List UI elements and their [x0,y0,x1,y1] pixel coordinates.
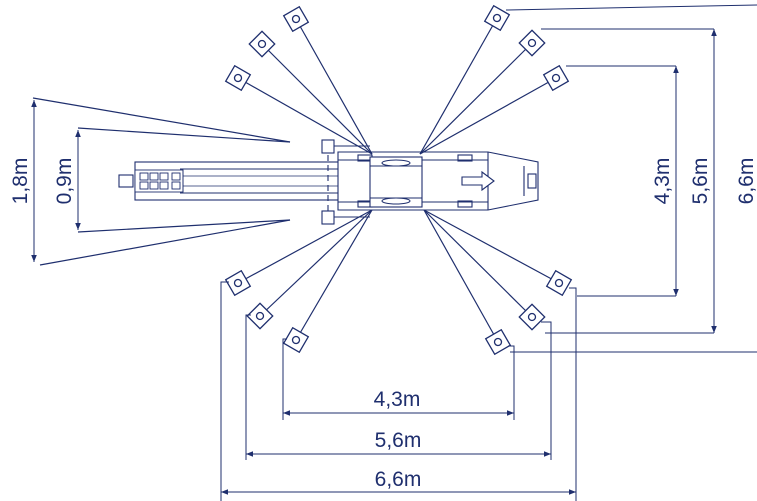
outrigger-pads [224,4,573,356]
outrigger-pad-9 [282,326,310,354]
outrigger-pad-10 [545,269,573,297]
outrigger-pad-5 [518,29,546,57]
rear-outrigger-bottom [321,210,335,225]
dim-width-inner-label: 4,3m [374,388,421,411]
outrigger-pad-4 [483,4,511,32]
outrigger-pad-12 [484,328,512,356]
outrigger-pad-8 [246,302,274,330]
dim-width-outer-label: 6,6m [375,468,422,491]
outrigger-pad-6 [542,64,570,92]
outrigger-pad-11 [518,303,546,331]
crane-vehicle [118,139,539,225]
boom-tip [118,174,134,188]
dim-rear-inner-label: 0,9m [53,158,76,205]
dim-length-middle-label: 5,6m [689,158,712,205]
outrigger-pad-7 [224,269,252,297]
sheave-block [134,169,184,193]
outrigger-lines [32,17,560,343]
dim-length-outer-label: 6,6m [735,158,757,205]
dimension-lines [31,29,717,495]
outrigger-pad-1 [282,5,310,33]
outrigger-pad-2 [248,30,276,58]
rear-outrigger-top [321,139,335,154]
extension-lines [220,4,757,501]
outrigger-pad-3 [224,64,252,92]
turret [369,156,423,208]
direction-arrow-icon [461,170,495,192]
dim-width-middle-label: 5,6m [375,429,422,452]
dim-length-inner-label: 4,3m [651,158,674,205]
dim-rear-outer-label: 1,8m [9,158,32,205]
